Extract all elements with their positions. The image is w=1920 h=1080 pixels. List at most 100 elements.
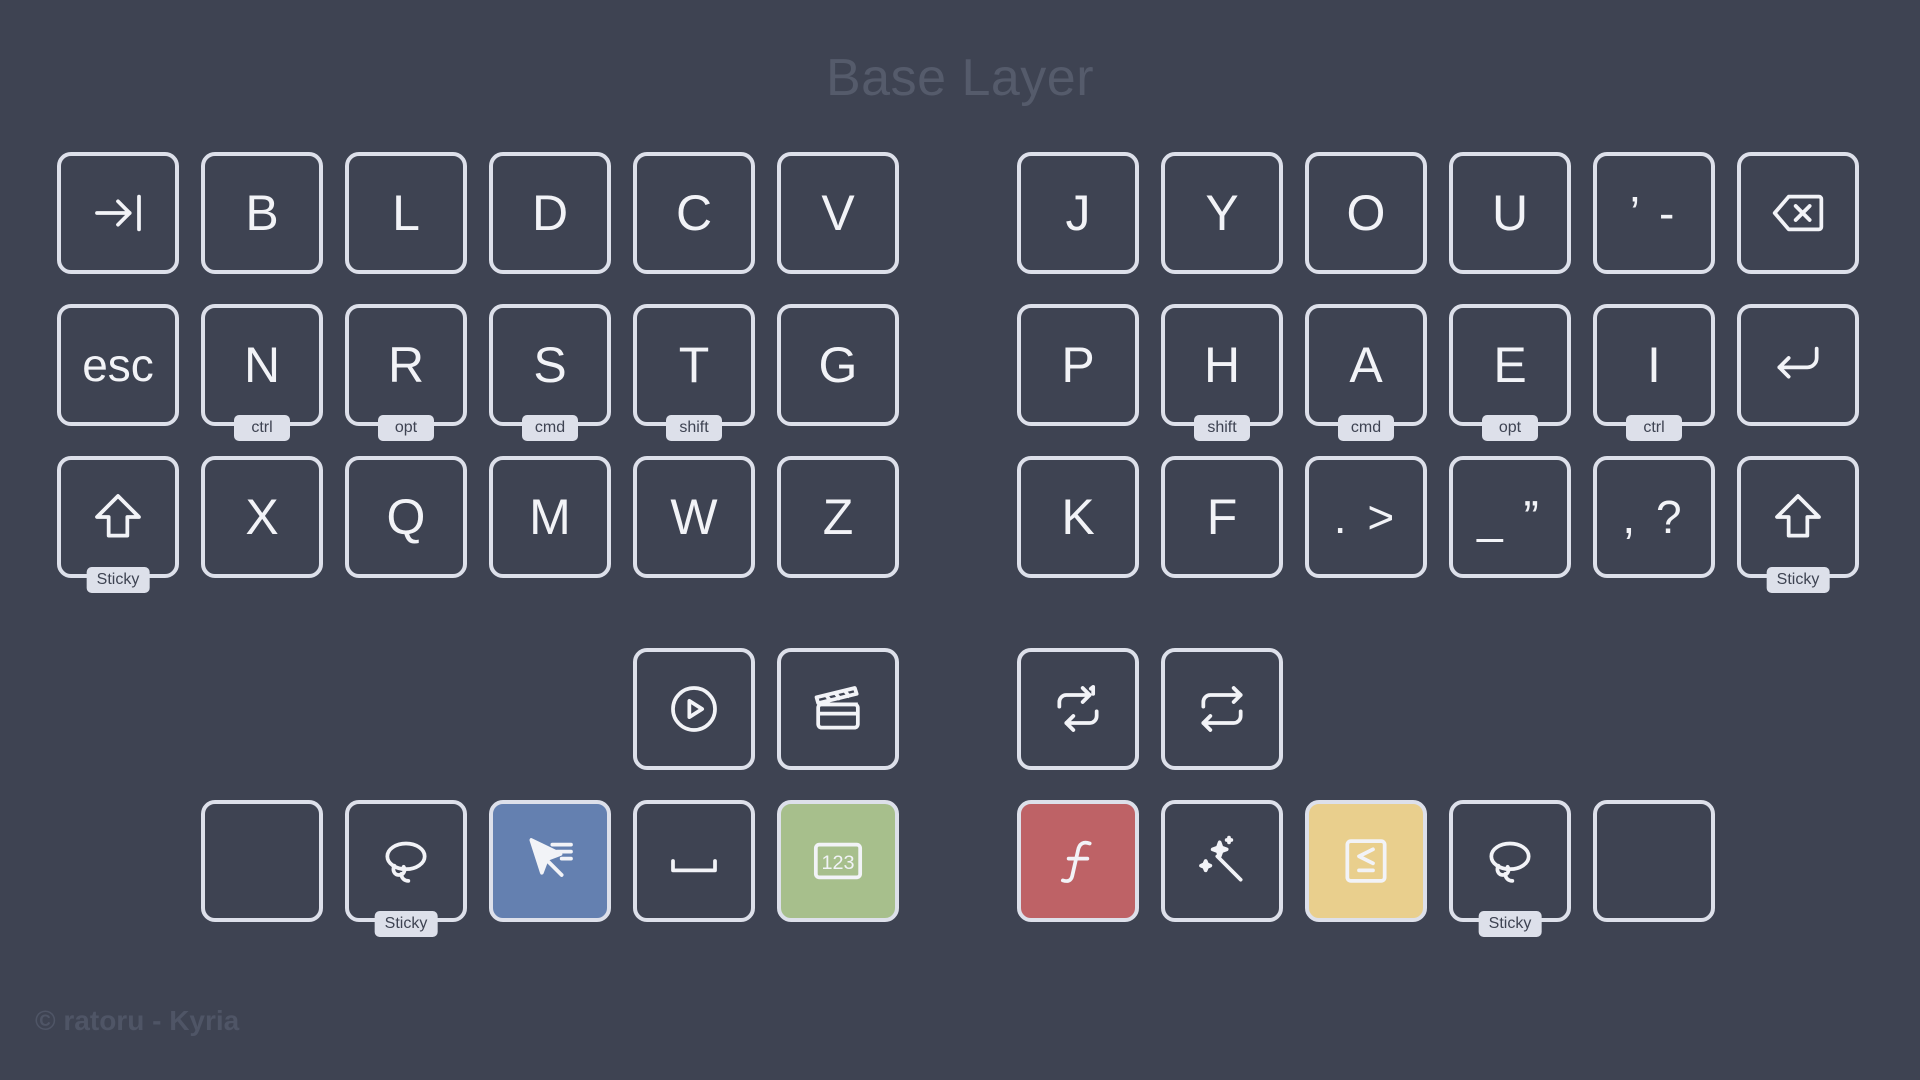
key-magic[interactable] <box>1161 800 1283 922</box>
sticky-badge: Sticky <box>86 567 150 593</box>
modifier-badge-shift: shift <box>1194 415 1250 441</box>
key-w[interactable]: W <box>633 456 755 578</box>
key-space[interactable] <box>633 800 755 922</box>
key-symbol-layer[interactable] <box>1305 800 1427 922</box>
key-number-layer[interactable]: 123 <box>777 800 899 922</box>
key-q[interactable]: Q <box>345 456 467 578</box>
key-label: O <box>1346 185 1386 241</box>
key-right-lasso[interactable]: Sticky <box>1449 800 1571 937</box>
shift-arrow-icon <box>1775 494 1821 538</box>
key-label: J <box>1065 185 1091 241</box>
key-label: ’ - <box>1629 187 1679 239</box>
key-label: B <box>245 185 279 241</box>
key-label: . > <box>1333 491 1399 543</box>
key-label: S <box>533 337 567 393</box>
key-label: F <box>1206 489 1238 545</box>
key-mouse-layer[interactable] <box>489 800 611 922</box>
key-repeat-one[interactable] <box>1017 648 1139 770</box>
space-bar-icon <box>671 859 717 873</box>
key-x[interactable]: X <box>201 456 323 578</box>
key-label: T <box>678 337 710 393</box>
key-y[interactable]: Y <box>1161 152 1283 274</box>
key-b[interactable]: B <box>201 152 323 274</box>
key-label: E <box>1493 337 1527 393</box>
key-z[interactable]: Z <box>777 456 899 578</box>
key-v[interactable]: V <box>777 152 899 274</box>
key-label: W <box>670 489 718 545</box>
modifier-badge-ctrl: ctrl <box>234 415 290 441</box>
key-label: N <box>243 337 281 393</box>
key-label: Y <box>1205 185 1239 241</box>
key-label: R <box>387 337 425 393</box>
key-left-shift[interactable]: Sticky <box>57 456 179 593</box>
less-equal-icon <box>1345 839 1387 883</box>
key-o[interactable]: O <box>1305 152 1427 274</box>
key-label: D <box>531 185 569 241</box>
key-quote-dash[interactable]: ’ - <box>1593 152 1715 274</box>
key-clapper[interactable] <box>777 648 899 770</box>
key-label: L <box>392 185 420 241</box>
lasso-icon <box>1489 841 1531 883</box>
key-label: C <box>675 185 713 241</box>
key-p[interactable]: P <box>1017 304 1139 426</box>
key-tab[interactable] <box>57 152 179 274</box>
key-enter[interactable] <box>1737 304 1859 426</box>
modifier-badge-cmd: cmd <box>1338 415 1394 441</box>
key-repeat[interactable] <box>1161 648 1283 770</box>
repeat-icon <box>1201 686 1243 732</box>
key-left-lasso[interactable]: Sticky <box>345 800 467 937</box>
key-l[interactable]: L <box>345 152 467 274</box>
svg-text:123: 123 <box>821 852 854 874</box>
modifier-badge-shift: shift <box>666 415 722 441</box>
key-f[interactable]: F <box>1161 456 1283 578</box>
tab-arrow-icon <box>95 194 141 232</box>
key-backspace[interactable] <box>1737 152 1859 274</box>
key-comma-question[interactable]: , ? <box>1593 456 1715 578</box>
modifier-badge-ctrl: ctrl <box>1626 415 1682 441</box>
key-right-shift[interactable]: Sticky <box>1737 456 1859 593</box>
key-d[interactable]: D <box>489 152 611 274</box>
magic-wand-icon <box>1199 835 1243 882</box>
repeat-one-icon <box>1057 684 1099 732</box>
key-esc[interactable]: esc <box>57 304 179 426</box>
key-blank-right[interactable] <box>1593 800 1715 922</box>
modifier-badge-cmd: cmd <box>522 415 578 441</box>
key-c[interactable]: C <box>633 152 755 274</box>
modifier-badge-opt: opt <box>1482 415 1538 441</box>
key-m[interactable]: M <box>489 456 611 578</box>
lasso-icon <box>385 841 427 883</box>
play-circle-icon <box>671 686 717 732</box>
backspace-icon <box>1772 194 1824 232</box>
key-k[interactable]: K <box>1017 456 1139 578</box>
key-u[interactable]: U <box>1449 152 1571 274</box>
key-label: esc <box>82 339 154 391</box>
key-label: I <box>1647 337 1661 393</box>
key-play[interactable] <box>633 648 755 770</box>
key-underscore-quote[interactable]: _ ” <box>1449 456 1571 578</box>
sticky-badge: Sticky <box>1478 911 1542 937</box>
key-blank-left[interactable] <box>201 800 323 922</box>
key-label: G <box>818 337 858 393</box>
key-j[interactable]: J <box>1017 152 1139 274</box>
key-label: P <box>1061 337 1095 393</box>
page-title: Base Layer <box>825 49 1095 107</box>
key-label: A <box>1349 337 1383 393</box>
mouse-pointer-icon <box>529 838 573 877</box>
key-period-greater[interactable]: . > <box>1305 456 1427 578</box>
key-g[interactable]: G <box>777 304 899 426</box>
copyright-footer: © ratoru - Kyria <box>35 1005 240 1036</box>
key-label: H <box>1203 337 1241 393</box>
key-function-layer[interactable] <box>1017 800 1139 922</box>
enter-return-icon <box>1777 346 1819 379</box>
clapperboard-icon <box>814 686 860 730</box>
key-label: K <box>1061 489 1095 545</box>
modifier-badge-opt: opt <box>378 415 434 441</box>
